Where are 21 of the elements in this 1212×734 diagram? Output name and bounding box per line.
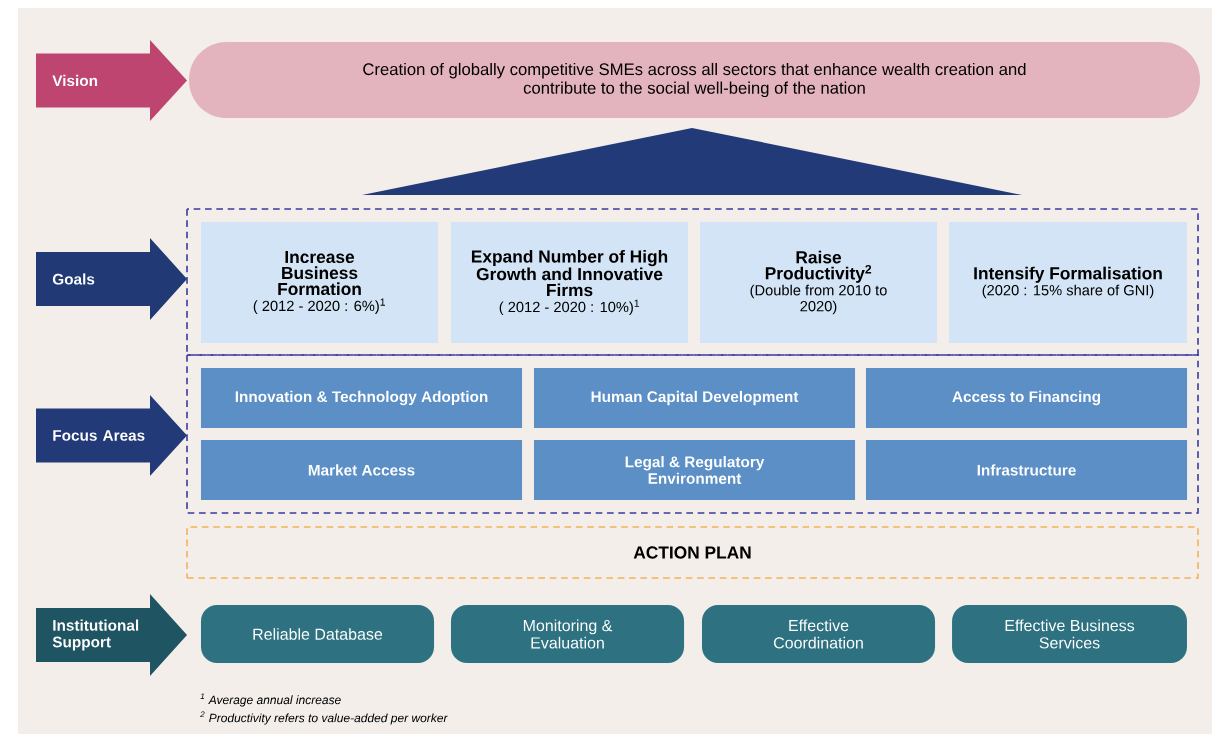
support-box: Effective Business Services [952, 605, 1187, 663]
support-box: Monitoring & Evaluation [451, 605, 685, 663]
goal-box: Intensify Formalisation (2020 : 15% share of GNI) [949, 221, 1187, 344]
focus-area-box: Innovation & Technology Adoption [201, 368, 523, 428]
action-plan-box: ACTION PLAN [186, 526, 1199, 579]
support-box: Reliable Database [201, 605, 435, 663]
goal-box: Raise Productivity$^{2}$ (Double from 2010 to 2020) [700, 221, 938, 344]
focus-area-box: Legal & Regulatory Environment [534, 440, 856, 500]
goal-box: Increase Business Formation ( 2012 - 2020 : 6%)$^{1}$ [201, 221, 439, 344]
focus-area-box: Market Access [201, 440, 523, 500]
goal-box: Expand Number of High Growth and Innovative Firms ( 2012 - 2020 : 10%)$^{1}$ [451, 221, 689, 344]
dashed-frame [186, 354, 1199, 514]
focus-area-box: Access to Financing [866, 368, 1188, 428]
dashed-frame [186, 208, 1199, 356]
footnote: $^{2}$ Productivity refers to value-added per worker [200, 711, 448, 725]
focus-area-box: Infrastructure [866, 440, 1188, 500]
support-box: Effective Coordination [702, 605, 936, 663]
focus-area-box: Human Capital Development [534, 368, 856, 428]
footnote: $^{1}$ Average annual increase [200, 693, 341, 707]
roof-triangle [362, 128, 1022, 195]
vision-banner: Creation of globally competitive SMEs across all sectors that enhance wealth creation and contribute to the social well-being of the nation [189, 42, 1200, 118]
